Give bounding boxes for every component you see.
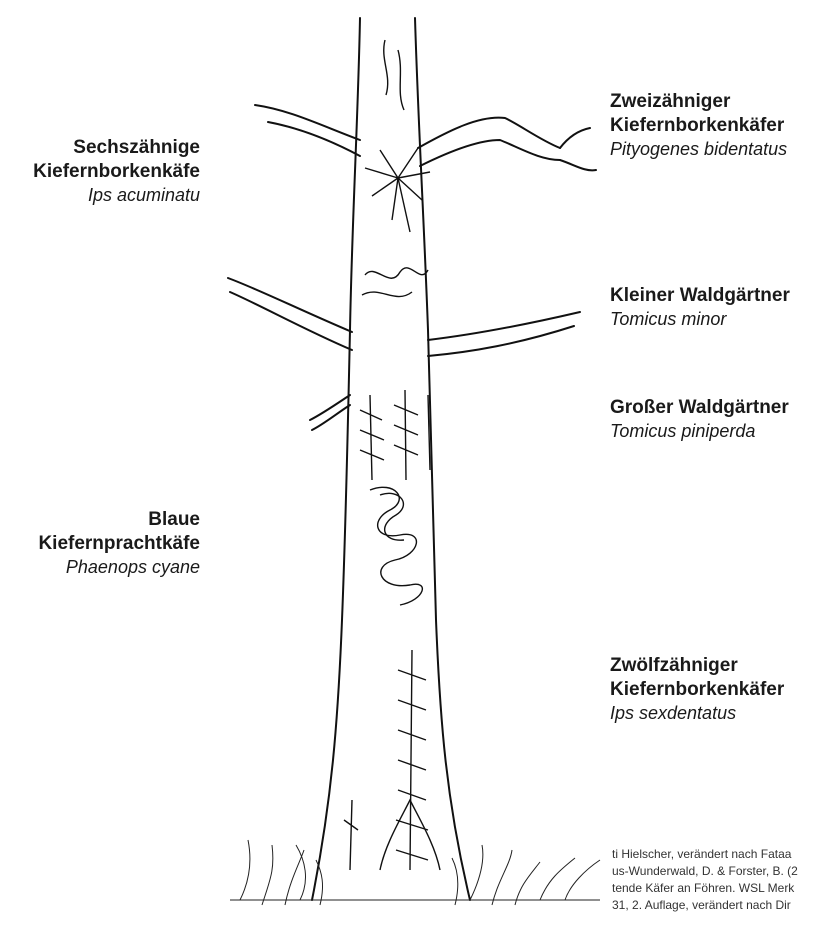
label-name-line-2: Kiefernborkenkäfer — [610, 678, 824, 702]
credit-line: 31, 2. Auflage, verändert nach Dir — [612, 897, 824, 914]
gallery-tomicus-minor — [362, 268, 428, 297]
middle-right-branch — [428, 312, 580, 356]
gallery-tomicus-piniperda — [360, 390, 430, 480]
upper-right-branch — [418, 118, 560, 166]
label-scientific-name: Phaenops cyane — [0, 556, 200, 579]
grass — [240, 840, 600, 905]
label-scientific-name: Tomicus minor — [610, 308, 824, 331]
label-name-line-2: Kiefernborkenkäfer — [610, 114, 824, 138]
label-name-line-2: Kiefernprachtkäfe — [0, 532, 200, 556]
credit-line: tende Käfer an Föhren. WSL Merk — [612, 880, 824, 897]
label-pityogenes-bidentatus: Zweizähniger Kiefernborkenkäfer Pityogen… — [610, 90, 824, 161]
label-scientific-name: Tomicus piniperda — [610, 420, 824, 443]
label-name: Kleiner Waldgärtner — [610, 284, 824, 308]
label-name: Großer Waldgärtner — [610, 396, 824, 420]
label-name-line-1: Sechszähnige — [0, 136, 200, 160]
credit-line: ti Hielscher, verändert nach Fataa — [612, 846, 824, 863]
label-scientific-name: Ips sexdentatus — [610, 702, 824, 725]
label-scientific-name: Ips acuminatu — [0, 184, 200, 207]
label-ips-sexdentatus: Zwölfzähniger Kiefernborkenkäfer Ips sex… — [610, 654, 824, 725]
label-tomicus-minor: Kleiner Waldgärtner Tomicus minor — [610, 284, 824, 331]
gallery-ips-sexdentatus — [396, 650, 428, 870]
gallery-phaenops — [370, 487, 422, 605]
credit-line: us-Wunderwald, D. & Forster, B. (2 — [612, 863, 824, 880]
trunk-left-edge — [312, 18, 360, 900]
upper-left-branch — [255, 105, 360, 156]
label-name-line-1: Blaue — [0, 508, 200, 532]
middle-left-branch — [228, 278, 352, 350]
lower-stub — [310, 395, 350, 430]
label-name-line-1: Zwölfzähniger — [610, 654, 824, 678]
label-name-line-1: Zweizähniger — [610, 90, 824, 114]
label-ips-acuminatus: Sechszähnige Kiefernborkenkäfe Ips acumi… — [0, 136, 200, 207]
trunk-right-edge — [415, 18, 470, 900]
image-credit: ti Hielscher, verändert nach Fataa us-Wu… — [612, 846, 824, 914]
label-name-line-2: Kiefernborkenkäfe — [0, 160, 200, 184]
label-tomicus-piniperda: Großer Waldgärtner Tomicus piniperda — [610, 396, 824, 443]
label-phaenops-cyanea: Blaue Kiefernprachtkäfe Phaenops cyane — [0, 508, 200, 579]
label-scientific-name: Pityogenes bidentatus — [610, 138, 824, 161]
